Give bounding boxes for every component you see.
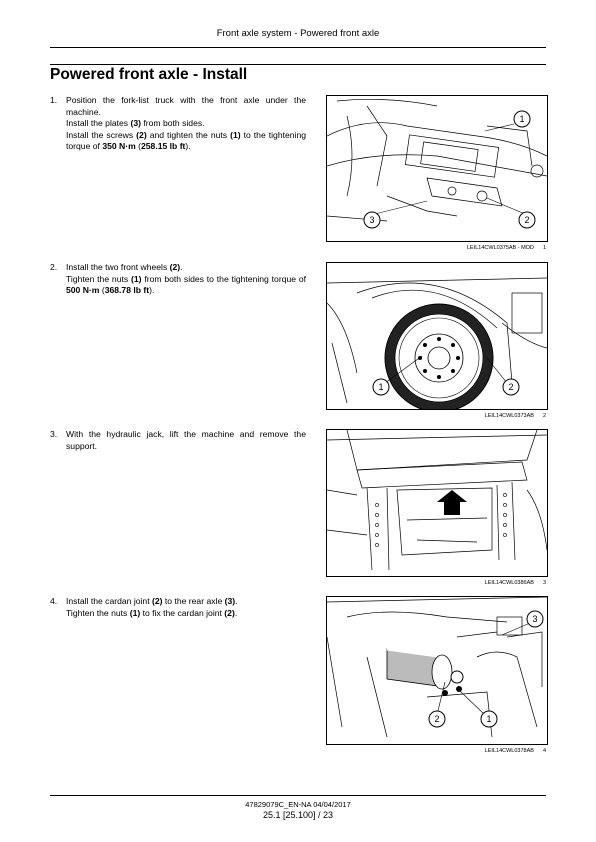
step-number: 1. [50, 95, 58, 105]
step-number: 3. [50, 429, 58, 439]
svg-text:2: 2 [508, 382, 513, 392]
step-text: Position the fork-list truck with the fr… [66, 95, 306, 117]
callout-3: 3 [363, 211, 381, 229]
callout-2: 2 [502, 378, 520, 396]
footer-doc-id: 47829079C_EN-NA 04/04/2017 [245, 800, 351, 809]
svg-text:1: 1 [486, 714, 491, 724]
svg-text:2: 2 [434, 714, 439, 724]
figure-1: 1 2 3 [326, 95, 548, 242]
step-text: With the hydraulic jack, lift the machin… [66, 429, 306, 451]
callout-1: 1 [480, 710, 498, 728]
callout-2: 2 [518, 211, 536, 229]
figure-2: 1 2 [326, 262, 548, 410]
callout-1: 1 [513, 110, 531, 128]
step-text: Install the cardan joint (2) to the rear… [66, 596, 238, 606]
svg-text:1: 1 [519, 114, 524, 124]
figure-3 [326, 429, 548, 577]
footer-rule [50, 795, 546, 796]
page-title: Powered front axle - Install [50, 66, 248, 83]
footer-page-number: 25.1 [25.100] / 23 [262, 810, 334, 820]
title-rule [50, 64, 546, 65]
step-text: Install the plates (3) from both sides. [66, 118, 205, 128]
step-text: Tighten the nuts (1) from both sides to … [66, 273, 307, 296]
step-text: Install the two front wheels (2). [66, 262, 183, 272]
step-text: Tighten the nuts (1) to fix the cardan j… [66, 607, 238, 618]
callout-1: 1 [372, 378, 390, 396]
svg-text:3: 3 [532, 614, 537, 624]
step-4: 4. Install the cardan joint (2) to the r… [50, 596, 306, 619]
svg-text:3: 3 [369, 215, 374, 225]
step-number: 4. [50, 596, 58, 606]
lift-arrow-icon [437, 490, 467, 515]
step-2: 2. Install the two front wheels (2). Tig… [50, 262, 306, 297]
svg-text:1: 1 [378, 382, 383, 392]
figure-4: 3 2 1 [326, 596, 548, 745]
step-1: 1. Position the fork-list truck with the… [50, 95, 306, 153]
step-text: Install the screws (2) and tighten the n… [66, 129, 307, 152]
step-3: 3. With the hydraulic jack, lift the mac… [50, 429, 306, 452]
callout-3: 3 [526, 610, 544, 628]
callout-2: 2 [428, 710, 446, 728]
step-number: 2. [50, 262, 58, 272]
svg-text:2: 2 [524, 215, 529, 225]
header-rule [50, 47, 546, 48]
running-header: Front axle system - Powered front axle [216, 28, 380, 39]
